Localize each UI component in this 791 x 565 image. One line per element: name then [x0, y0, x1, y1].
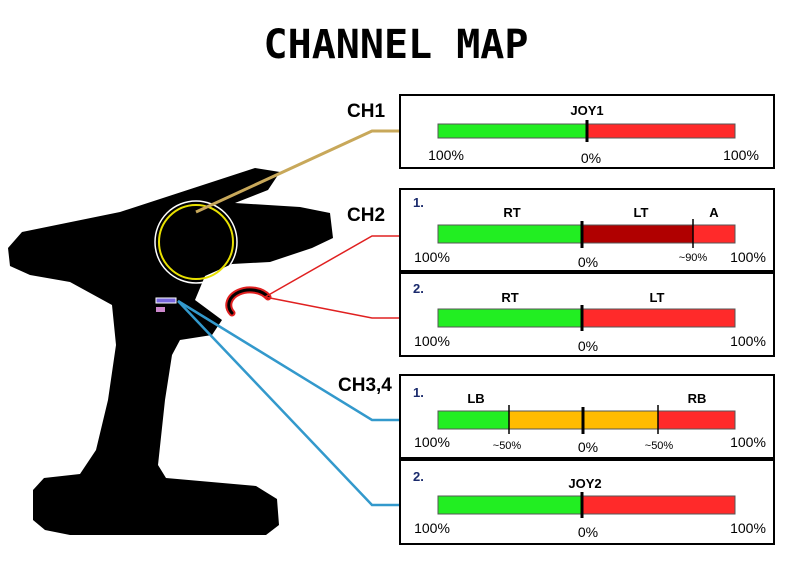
bar-segment-red	[581, 308, 736, 328]
bar-segment-green	[437, 495, 583, 515]
range-label-right: 100%	[730, 434, 766, 450]
panel-number: 1.	[413, 195, 424, 210]
segment-label-lb: LB	[467, 391, 484, 406]
panel-number: 2.	[413, 469, 424, 484]
ch1-panel: JOY1 100% 0% 100%	[399, 94, 775, 169]
channel-label-ch34: CH3,4	[338, 375, 392, 396]
segment-label-lt: LT	[634, 205, 649, 220]
segment-label-joy1: JOY1	[570, 103, 603, 118]
bar-segment-red	[657, 410, 736, 430]
bar-segment-red	[581, 495, 736, 515]
range-label-left: 100%	[414, 434, 450, 450]
segment-label-lt: LT	[650, 290, 665, 305]
page-title: CHANNEL MAP	[264, 22, 529, 68]
steering-wheel-ring	[158, 204, 234, 280]
panel-number: 1.	[413, 385, 424, 400]
range-label-center: 0%	[578, 524, 598, 540]
bar-segment-green	[437, 410, 510, 430]
panel-number: 2.	[413, 281, 424, 296]
transmitter-illustration	[8, 168, 333, 535]
range-label-center: 0%	[578, 254, 598, 270]
range-label-right: 100%	[730, 333, 766, 349]
segment-label-rt: RT	[501, 290, 518, 305]
range-label-center: 0%	[581, 150, 601, 166]
trigger-icon-core	[227, 288, 270, 315]
bar-segment-green	[437, 224, 583, 244]
range-label-half-left: ~50%	[493, 440, 522, 452]
range-label-right: 100%	[723, 147, 759, 163]
transmitter-body	[8, 168, 333, 535]
range-label-ninety: ~90%	[679, 252, 708, 264]
ch2-panel-1: 1. RT LT A 100% 0% ~90% 100%	[399, 188, 775, 272]
channel-label-ch1: CH1	[347, 101, 385, 122]
ch2-panel-2: 2. RT LT 100% 0% 100%	[399, 272, 775, 357]
bumper-switch-lower-icon	[156, 307, 165, 312]
segment-label-rb: RB	[688, 391, 707, 406]
range-label-center: 0%	[578, 439, 598, 455]
range-label-right: 100%	[730, 520, 766, 536]
bar-segment-red	[692, 224, 736, 244]
channel-label-ch2: CH2	[347, 205, 385, 226]
segment-label-a: A	[709, 205, 719, 220]
range-label-left: 100%	[428, 147, 464, 163]
bar-segment-green	[437, 123, 588, 139]
bar-segment-green	[437, 308, 583, 328]
steering-wheel-outer-ring	[154, 200, 238, 284]
bumper-switch-icon	[155, 297, 177, 304]
bar-segment-red	[586, 123, 736, 139]
range-label-left: 100%	[414, 520, 450, 536]
range-label-left: 100%	[414, 333, 450, 349]
ch34-panel-2: 2. JOY2 100% 0% 100%	[399, 459, 775, 545]
range-label-center: 0%	[578, 338, 598, 354]
bar-segment-dark-red	[581, 224, 694, 244]
ch34-panel-1: 1. LB RB 100% ~50% 0% ~50% 100%	[399, 374, 775, 459]
segment-label-joy2: JOY2	[568, 476, 601, 491]
range-label-left: 100%	[414, 249, 450, 265]
range-label-half-right: ~50%	[645, 440, 674, 452]
segment-label-rt: RT	[503, 205, 520, 220]
range-label-right: 100%	[730, 249, 766, 265]
